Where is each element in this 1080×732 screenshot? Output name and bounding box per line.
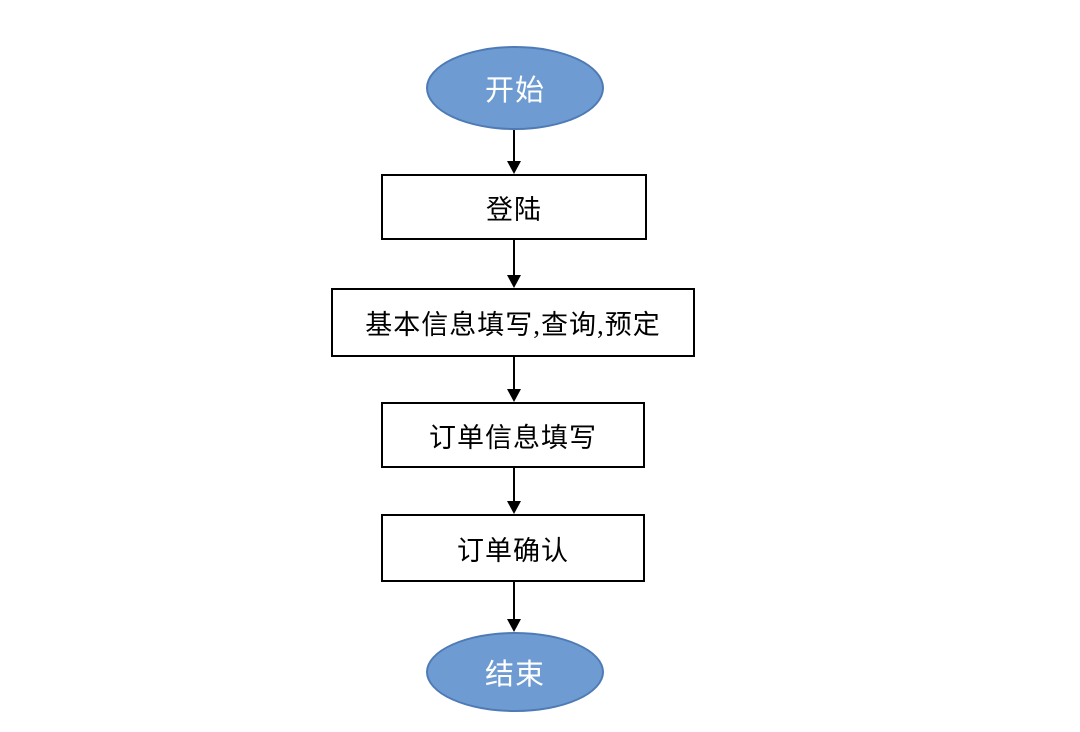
- flow-node-basic-info: 基本信息填写,查询,预定: [331, 288, 695, 357]
- arrow-start-to-login: [506, 130, 522, 174]
- arrow-down-icon: [507, 501, 521, 514]
- flow-node-order-confirm: 订单确认: [381, 514, 645, 582]
- arrow-down-icon: [507, 619, 521, 632]
- arrow-down-icon: [507, 389, 521, 402]
- arrow-shaft: [513, 582, 515, 619]
- arrow-down-icon: [507, 161, 521, 174]
- arrow-down-icon: [507, 275, 521, 288]
- flow-node-end: 结束: [426, 632, 604, 712]
- arrow-order-info-to-order-confirm: [506, 468, 522, 514]
- arrow-shaft: [513, 130, 515, 161]
- arrow-basic-info-to-order-info: [506, 357, 522, 402]
- arrow-shaft: [513, 357, 515, 389]
- arrow-shaft: [513, 468, 515, 501]
- flow-node-login: 登陆: [381, 174, 647, 240]
- arrow-shaft: [513, 240, 515, 275]
- arrow-login-to-basic-info: [506, 240, 522, 288]
- arrow-order-confirm-to-end: [506, 582, 522, 632]
- flow-node-order-info: 订单信息填写: [381, 402, 645, 468]
- flow-node-start: 开始: [426, 46, 604, 130]
